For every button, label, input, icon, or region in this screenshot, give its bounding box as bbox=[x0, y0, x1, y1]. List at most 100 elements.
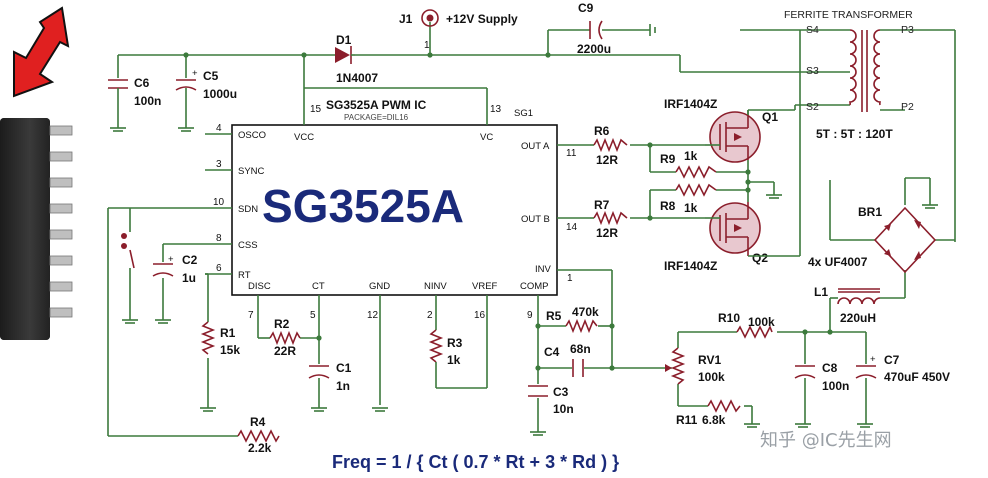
capacitor-c9-icon bbox=[589, 20, 603, 40]
red-arrow-icon bbox=[13, 6, 70, 98]
pin-num-15: 15 bbox=[310, 104, 322, 115]
c6-value: 100n bbox=[134, 94, 161, 108]
watermark: 知乎 @IC先生网 bbox=[760, 430, 892, 451]
ic-package-label: PACKAGE=DIL16 bbox=[344, 113, 409, 122]
capacitor-c3-icon bbox=[528, 385, 548, 397]
diode-d1-icon bbox=[335, 46, 355, 64]
ic-big-label: SG3525A bbox=[262, 180, 464, 232]
pin-num-10: 10 bbox=[213, 197, 225, 208]
capacitor-c6-icon bbox=[108, 79, 128, 128]
potentiometer-rv1-icon bbox=[665, 347, 686, 385]
r3-value: 1k bbox=[447, 353, 461, 367]
r2-ref: R2 bbox=[274, 317, 290, 331]
r9-value: 1k bbox=[684, 149, 698, 163]
pin-name-outb: OUT B bbox=[521, 214, 550, 225]
c1-ref: C1 bbox=[336, 361, 352, 375]
l1-value: 220uH bbox=[840, 311, 876, 325]
j1-ref: J1 bbox=[399, 12, 413, 26]
c9-value: 2200u bbox=[577, 42, 611, 56]
c4-value: 68n bbox=[570, 342, 591, 356]
c9-ref: C9 bbox=[578, 1, 594, 15]
capacitor-c4-icon bbox=[572, 359, 584, 377]
tap-p2: P2 bbox=[901, 101, 914, 113]
r5-value: 470k bbox=[572, 305, 599, 319]
tap-s3: S3 bbox=[806, 65, 819, 77]
pin-name-ct: CT bbox=[312, 281, 325, 292]
pin-num-5: 5 bbox=[310, 310, 316, 321]
pin-name-rt: RT bbox=[238, 270, 251, 281]
pin-num-12: 12 bbox=[367, 310, 379, 321]
r3-ref: R3 bbox=[447, 336, 463, 350]
pin-name-sdn: SDN bbox=[238, 204, 258, 215]
pin-num-6: 6 bbox=[216, 263, 222, 274]
r6-value: 12R bbox=[596, 153, 618, 167]
pin-num-9: 9 bbox=[527, 310, 533, 321]
pin-name-disc: DISC bbox=[248, 281, 271, 292]
resistor-r3-icon bbox=[428, 329, 444, 363]
capacitor-c2-icon: + bbox=[152, 254, 174, 277]
r5-ref: R5 bbox=[546, 309, 562, 323]
r11-value: 6.8k bbox=[702, 413, 726, 427]
transformer-ratio: 5T : 5T : 120T bbox=[816, 127, 893, 141]
c6-ref: C6 bbox=[134, 76, 150, 90]
resistor-r1-icon bbox=[200, 321, 216, 355]
pin-name-css: CSS bbox=[238, 240, 258, 251]
c2-ref: C2 bbox=[182, 253, 198, 267]
pin-num-13: 13 bbox=[490, 104, 502, 115]
r10-value: 100k bbox=[748, 315, 775, 329]
capacitor-c1-icon bbox=[308, 365, 330, 379]
pin-name-osco: OSCO bbox=[238, 130, 266, 141]
resistor-r4-icon bbox=[237, 429, 280, 443]
pin-name-vc: VC bbox=[480, 132, 493, 143]
pin-name-sync: SYNC bbox=[238, 166, 265, 177]
r4-value: 2.2k bbox=[248, 441, 272, 455]
shutdown-switch-icon bbox=[121, 233, 135, 269]
d1-value: 1N4007 bbox=[336, 71, 378, 85]
pin-num-16: 16 bbox=[474, 310, 486, 321]
c5-ref: C5 bbox=[203, 69, 219, 83]
frequency-formula: Freq = 1 / { Ct ( 0.7 * Rt + 3 * Rd ) } bbox=[332, 452, 619, 472]
resistor-r11-icon bbox=[707, 399, 741, 413]
r2-value: 22R bbox=[274, 344, 296, 358]
ic-ref-label: SG1 bbox=[514, 108, 533, 119]
pin-name-inv: INV bbox=[535, 264, 552, 275]
r1-ref: R1 bbox=[220, 326, 236, 340]
q1-ref: Q1 bbox=[762, 110, 778, 124]
ground-icons bbox=[110, 127, 938, 436]
svg-text:+: + bbox=[870, 354, 876, 365]
c8-ref: C8 bbox=[822, 361, 838, 375]
c1-value: 1n bbox=[336, 379, 350, 393]
rv1-ref: RV1 bbox=[698, 353, 721, 367]
q2-value: IRF1404Z bbox=[664, 259, 717, 273]
pin-name-ninv: NINV bbox=[424, 281, 447, 292]
br1-value: 4x UF4007 bbox=[808, 255, 868, 269]
resistor-r10-icon bbox=[736, 325, 773, 339]
r1-value: 15k bbox=[220, 343, 240, 357]
l1-ref: L1 bbox=[814, 285, 828, 299]
pin-num-11: 11 bbox=[566, 148, 577, 159]
pin-name-vcc: VCC bbox=[294, 132, 314, 143]
c5-value: 1000u bbox=[203, 87, 237, 101]
r11-ref: R11 bbox=[676, 413, 698, 427]
r8-value: 1k bbox=[684, 201, 698, 215]
rv1-value: 100k bbox=[698, 370, 725, 384]
capacitor-c5-icon: + bbox=[175, 68, 198, 128]
resistor-r8-icon bbox=[675, 183, 717, 197]
chip-photo bbox=[0, 118, 73, 340]
q2-ref: Q2 bbox=[752, 251, 768, 265]
transformer-icon bbox=[848, 29, 882, 112]
r7-ref: R7 bbox=[594, 198, 610, 212]
pin-num-3: 3 bbox=[216, 159, 222, 170]
d1-ref-label: D1 bbox=[336, 33, 352, 47]
tap-s2: S2 bbox=[806, 101, 819, 113]
capacitor-c7-icon: + bbox=[855, 354, 877, 379]
pin-num-14: 14 bbox=[566, 222, 578, 233]
sg3525-ic-body bbox=[231, 124, 558, 296]
r10-ref: R10 bbox=[718, 311, 740, 325]
pin-name-comp: COMP bbox=[520, 281, 549, 292]
resistor-r9-icon bbox=[675, 165, 717, 179]
br1-ref: BR1 bbox=[858, 205, 882, 219]
j1-pin: 1 bbox=[424, 40, 430, 51]
inductor-l1-icon bbox=[837, 288, 881, 305]
